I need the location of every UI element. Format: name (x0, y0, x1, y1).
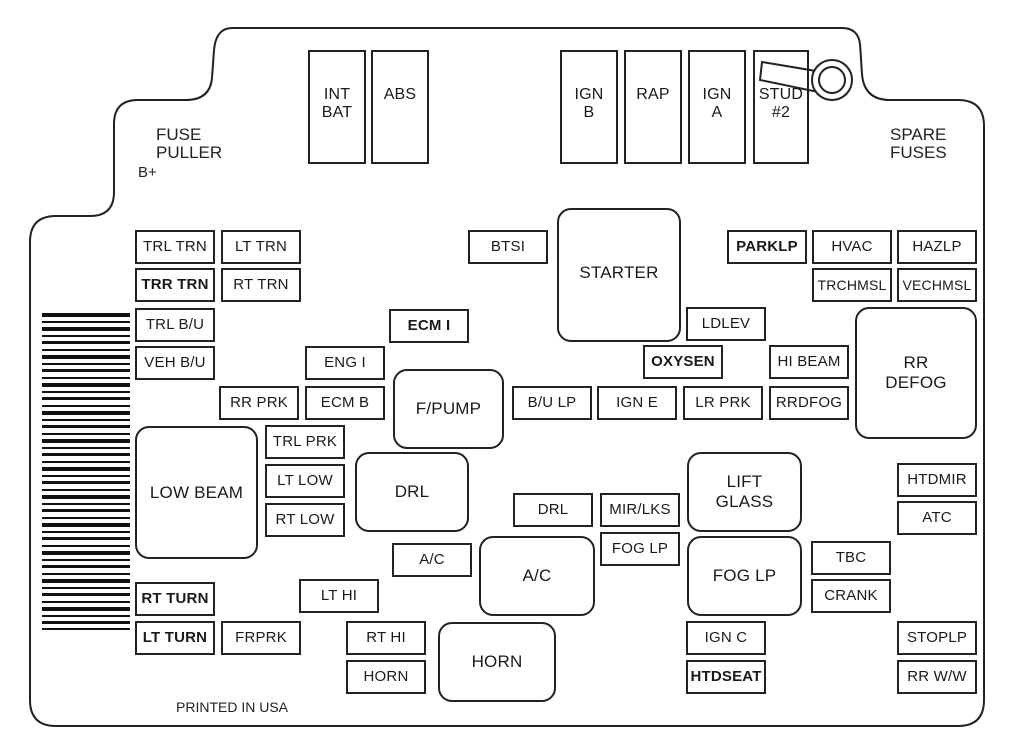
fuse-rt-trn: RT TRN (221, 268, 301, 302)
barcode-label (42, 313, 130, 631)
fuse-crank: CRANK (811, 579, 891, 613)
fuse-ecm-b: ECM B (305, 386, 385, 420)
fuse-drl: DRL (513, 493, 593, 527)
fuse-oxysen: OXYSEN (643, 345, 723, 379)
fuse-rrdfog: RRDFOG (769, 386, 849, 420)
fuse-lt-turn: LT TURN (135, 621, 215, 655)
stud-bolt-icon (758, 59, 853, 101)
relay-int-bat: INT BAT (308, 50, 366, 164)
relay-lift-glass: LIFT GLASS (687, 452, 802, 532)
fuse-ecm-i: ECM I (389, 309, 469, 343)
fuse-veh-bu: VEH B/U (135, 346, 215, 380)
fuse-bu-lp: B/U LP (512, 386, 592, 420)
fuse-rr-prk: RR PRK (219, 386, 299, 420)
fuse-lt-trn: LT TRN (221, 230, 301, 264)
fuse-tbc: TBC (811, 541, 891, 575)
fuse-puller-label: FUSE PULLER (156, 125, 223, 162)
fuse-btsi: BTSI (468, 230, 548, 264)
fuse-hazlp: HAZLP (897, 230, 977, 264)
fuse-lt-hi: LT HI (299, 579, 379, 613)
relay-fog-lp: FOG LP (687, 536, 802, 616)
fuse-hvac: HVAC (812, 230, 892, 264)
fuse-trl-bu: TRL B/U (135, 308, 215, 342)
relay-ac: A/C (479, 536, 595, 616)
fuse-trr-trn: TRR TRN (135, 268, 215, 302)
fuse-ldlev: LDLEV (686, 307, 766, 341)
relay-ign-a: IGN A (688, 50, 746, 164)
fuse-lr-prk: LR PRK (683, 386, 763, 420)
fuse-eng-i: ENG I (305, 346, 385, 380)
spare-fuses-label: SPARE FUSES (890, 125, 947, 162)
relay-abs: ABS (371, 50, 429, 164)
relay-ign-b: IGN B (560, 50, 618, 164)
fuse-box-border (29, 27, 985, 727)
fuse-frprk: FRPRK (221, 621, 301, 655)
relay-drl: DRL (355, 452, 469, 532)
fuse-stoplp: STOPLP (897, 621, 977, 655)
printed-in-usa-label: PRINTED IN USA (176, 699, 289, 715)
fuse-parklp: PARKLP (727, 230, 807, 264)
fuse-lt-low: LT LOW (265, 464, 345, 498)
stud-2: STUD #2 (753, 50, 809, 164)
relay-low-beam: LOW BEAM (135, 426, 258, 559)
fuse-trchmsl: TRCHMSL (812, 268, 892, 302)
fuse-ac: A/C (392, 543, 472, 577)
fuse-htdmir: HTDMIR (897, 463, 977, 497)
fuse-hi-beam: HI BEAM (769, 345, 849, 379)
fuse-trl-trn: TRL TRN (135, 230, 215, 264)
fuse-horn: HORN (346, 660, 426, 694)
fuse-rt-hi: RT HI (346, 621, 426, 655)
relay-rap: RAP (624, 50, 682, 164)
fuse-ign-e: IGN E (597, 386, 677, 420)
relay-f-pump: F/PUMP (393, 369, 504, 449)
relay-rr-defog: RR DEFOG (855, 307, 977, 439)
fuse-vechmsl: VECHMSL (897, 268, 977, 302)
fuse-ign-c: IGN C (686, 621, 766, 655)
fuse-trl-prk: TRL PRK (265, 425, 345, 459)
fuse-fog-lp: FOG LP (600, 532, 680, 566)
fuse-rt-low: RT LOW (265, 503, 345, 537)
fuse-atc: ATC (897, 501, 977, 535)
fuse-htdseat: HTDSEAT (686, 660, 766, 694)
relay-starter: STARTER (557, 208, 681, 342)
relay-horn: HORN (438, 622, 556, 702)
battery-positive-label: B+ (138, 164, 157, 181)
fuse-rt-turn: RT TURN (135, 582, 215, 616)
fuse-rr-ww: RR W/W (897, 660, 977, 694)
fuse-mir-lks: MIR/LKS (600, 493, 680, 527)
